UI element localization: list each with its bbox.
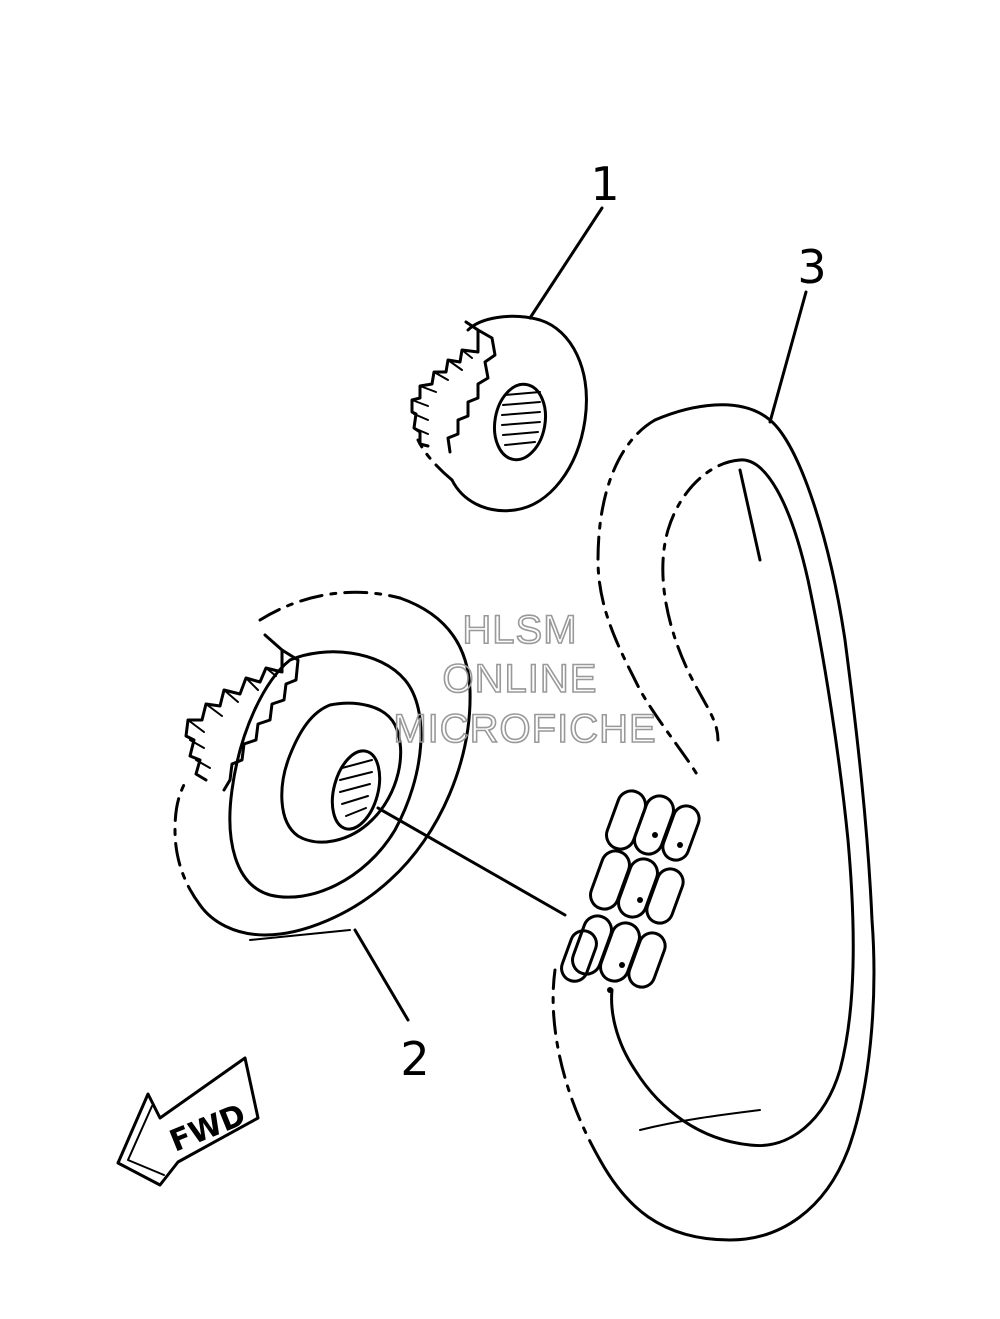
fwd-arrow-icon: FWD	[116, 1056, 260, 1187]
large-sprocket[interactable]	[173, 590, 472, 941]
watermark-line-1: HLSM	[462, 608, 577, 652]
drive-chain[interactable]	[551, 403, 876, 1242]
leader-line-3	[768, 290, 808, 424]
callout-2: 2	[400, 1032, 429, 1086]
leader-line-1	[528, 206, 604, 320]
watermark-line-3: MICROFICHE	[393, 707, 656, 751]
watermark-line-2: ONLINE	[443, 657, 598, 701]
leader-line-center	[376, 806, 567, 917]
callout-1: 1	[590, 157, 619, 211]
callout-3: 3	[797, 240, 826, 294]
watermark: HLSM ONLINE MICROFICHE	[393, 607, 657, 752]
small-sprocket[interactable]	[410, 314, 588, 513]
chain-link-cluster	[560, 789, 701, 993]
leader-line-2	[353, 928, 410, 1022]
